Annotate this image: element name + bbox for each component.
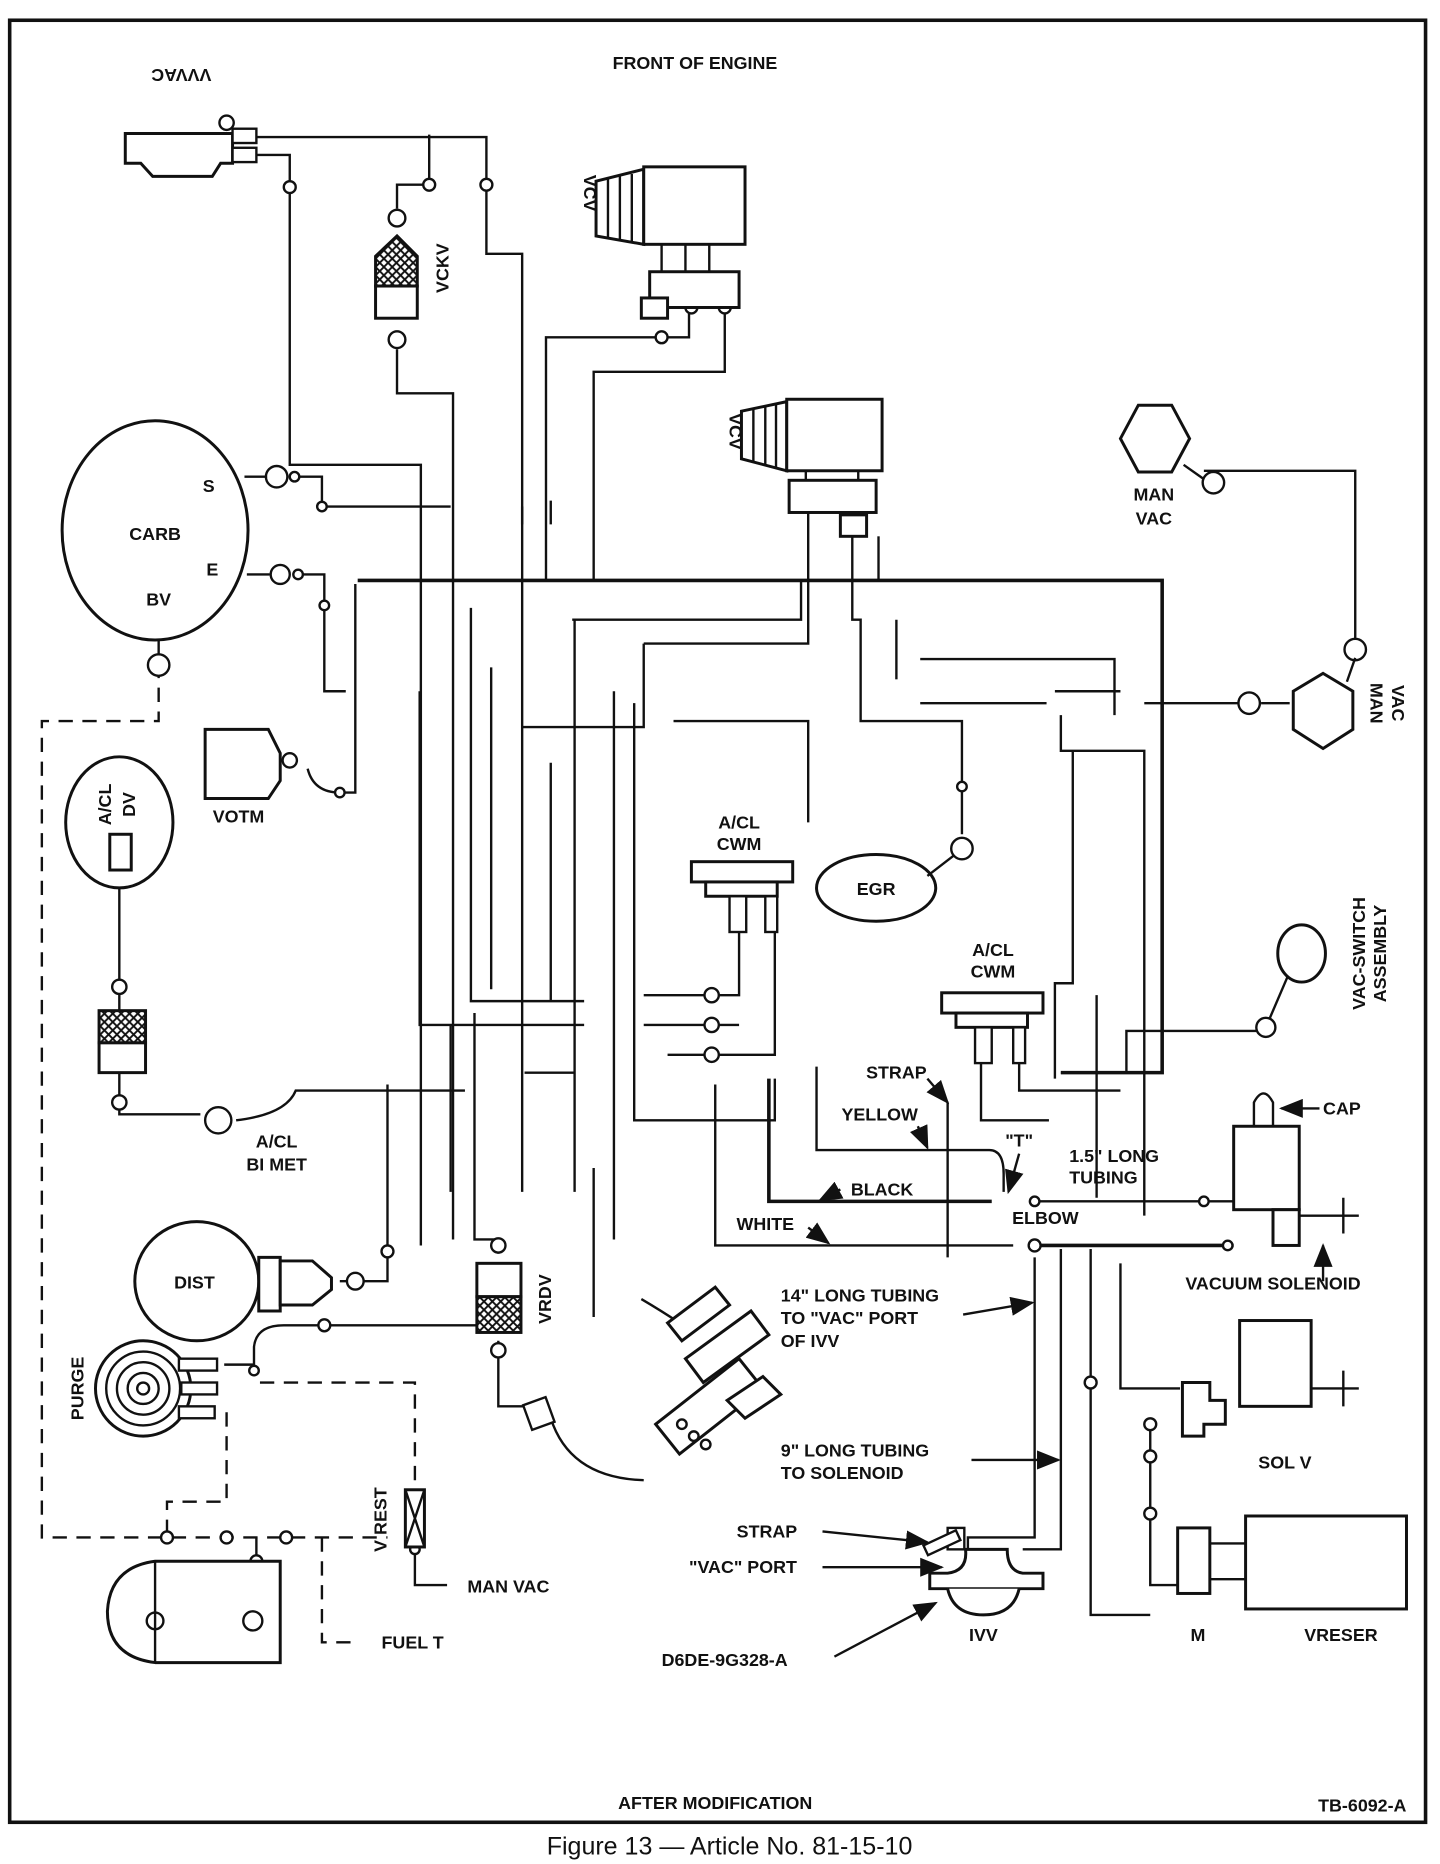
vvvac-label: VVVAC [151, 65, 211, 85]
white-label: WHITE [737, 1214, 795, 1234]
acl-bimet-label-2: BI MET [246, 1154, 307, 1174]
ivv-component: IVV [921, 1526, 1045, 1645]
v-rest-component: V REST MAN VAC FUEL T [370, 1487, 549, 1652]
sol-v-component: SOL V [1180, 1319, 1313, 1472]
cap-label: CAP [1323, 1098, 1361, 1118]
fuel-t-label: FUEL T [382, 1632, 444, 1652]
fuel-tank-component [105, 1559, 282, 1665]
acl-cwm-2-component: A/CL CWM [940, 940, 1045, 1065]
purge-component: PURGE [68, 1339, 219, 1438]
vreser-component: M VRESER [1176, 1514, 1408, 1645]
acl-dv-filter [97, 1009, 148, 1075]
vckv-label: VCKV [432, 243, 452, 293]
vacuum-solenoid-label: VACUUM SOLENOID [1185, 1274, 1360, 1294]
vckv-component: VCKV [374, 233, 452, 320]
man-vac-bottom-label: MAN VAC [467, 1576, 549, 1596]
acl-bimet-label-1: A/CL [256, 1132, 298, 1152]
drawing-number: TB-6092-A [1318, 1796, 1406, 1816]
black-label: BLACK [851, 1179, 914, 1199]
man-vac-right-label-1: MAN [1367, 683, 1387, 724]
vrdv-label: VRDV [535, 1274, 555, 1324]
fittings [110, 177, 1368, 1569]
figure-frame [7, 18, 1428, 1825]
figure-caption: Figure 13 — Article No. 81-15-10 [547, 1832, 913, 1860]
vvvac-component: VVVAC [123, 65, 258, 178]
vrdv-component: VRDV [475, 1261, 557, 1432]
v-rest-label: V REST [370, 1487, 390, 1552]
acl-cwm-1-component: A/CL CWM [689, 812, 795, 934]
tubing-14-label-3: OF IVV [781, 1331, 840, 1351]
acl-dv-component: A/CL DV [64, 755, 175, 890]
t-fitting-label: "T" [1005, 1131, 1033, 1151]
vcv-mid-label: VCV [726, 413, 746, 450]
purge-label: PURGE [68, 1357, 88, 1421]
acl-cwm-1-label-2: CWM [717, 834, 762, 854]
carb-label: CARB [129, 524, 181, 544]
sol-v-label: SOL V [1258, 1452, 1311, 1472]
man-vac-top-label-1: MAN [1133, 485, 1174, 505]
elbow-label: ELBOW [1012, 1208, 1079, 1228]
acl-dv-label-2: DV [119, 792, 139, 817]
acl-cwm-2-label-1: A/CL [972, 940, 1014, 960]
tubing-15-label-2: TUBING [1069, 1167, 1137, 1187]
ivv-label: IVV [969, 1625, 998, 1645]
dist-component: DIST [133, 1220, 333, 1343]
dist-label: DIST [174, 1272, 215, 1292]
man-vac-right-label-2: VAC [1388, 685, 1408, 721]
tubing-9-label-1: 9" LONG TUBING [781, 1440, 929, 1460]
callouts: STRAP YELLOW "T" 1.5" LONG TUBING CAP BL… [662, 1063, 1361, 1671]
vac-switch-label-2: ASSEMBLY [1370, 905, 1390, 1003]
carb-component: CARB S E BV [60, 419, 270, 642]
vcv-top-component: VCV [580, 165, 747, 320]
vac-port-label: "VAC" PORT [689, 1557, 797, 1577]
vcv-top-label: VCV [580, 175, 600, 212]
vcv-mid-component: VCV [726, 397, 884, 538]
carb-e-port-label: E [206, 560, 218, 580]
tubing-14-label-1: 14" LONG TUBING [781, 1285, 939, 1305]
acl-cwm-1-label-1: A/CL [718, 812, 760, 832]
distributor-valve-assembly [653, 1285, 784, 1457]
carb-s-port-label: S [203, 476, 215, 496]
man-vac-top-component: MAN VAC [1118, 403, 1205, 528]
vac-switch-label-1: VAC-SWITCH [1349, 897, 1369, 1010]
carb-bv-port-label: BV [146, 589, 171, 609]
acl-bimet-component: A/CL BI MET [246, 1132, 307, 1175]
acl-dv-label-1: A/CL [95, 784, 115, 826]
part-number-label: D6DE-9G328-A [662, 1650, 788, 1670]
strap-top-label: STRAP [866, 1063, 927, 1083]
tubing-14-label-2: TO "VAC" PORT [781, 1308, 918, 1328]
yellow-label: YELLOW [842, 1104, 919, 1124]
egr-label: EGR [857, 879, 896, 899]
vac-switch-assembly-component: VAC-SWITCH ASSEMBLY [1268, 897, 1390, 1020]
egr-component: EGR [815, 853, 955, 923]
vreser-label: VRESER [1304, 1625, 1378, 1645]
m-label: M [1190, 1625, 1205, 1645]
votm-label: VOTM [213, 806, 265, 826]
man-vac-right-component: MAN VAC [1291, 657, 1408, 751]
vacuum-lines [40, 134, 1359, 1644]
after-modification-label: AFTER MODIFICATION [618, 1793, 812, 1813]
strap-bottom-label: STRAP [737, 1521, 798, 1541]
front-of-engine-label: FRONT OF ENGINE [613, 53, 778, 73]
vacuum-solenoid-component: VACUUM SOLENOID [1185, 1092, 1361, 1294]
tubing-15-label-1: 1.5" LONG [1069, 1146, 1159, 1166]
tubing-9-label-2: TO SOLENOID [781, 1463, 904, 1483]
acl-cwm-2-label-2: CWM [971, 961, 1016, 981]
votm-component: VOTM [203, 727, 282, 826]
man-vac-top-label-2: VAC [1136, 508, 1172, 528]
